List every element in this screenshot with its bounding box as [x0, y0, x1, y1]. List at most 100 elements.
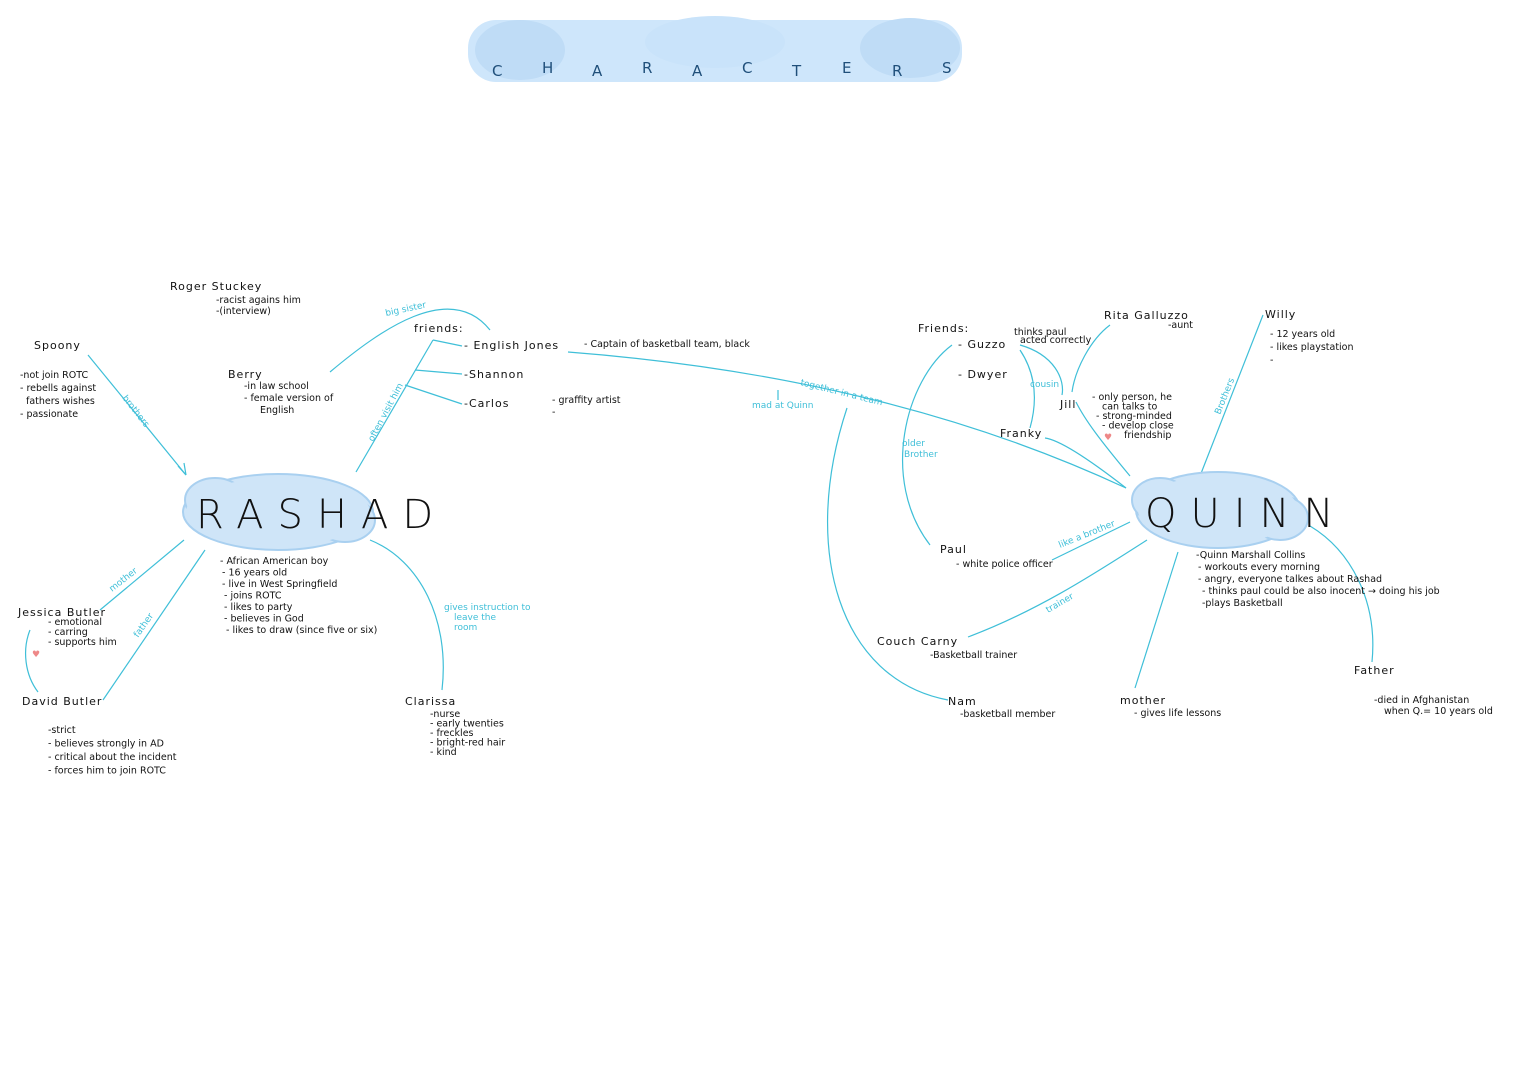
jill-name: Jill: [1059, 398, 1076, 411]
carlos-notes: - graffity artist-: [552, 395, 621, 418]
roger-notes: -racist agains him-(interview): [216, 295, 301, 317]
willy-name: Willy: [1265, 308, 1296, 321]
rashad-friend-item: -Shannon: [464, 368, 524, 381]
jill-note-line: - only person, he: [1092, 392, 1172, 403]
jill-note-line: friendship: [1124, 430, 1171, 441]
mother-note: - gives life lessons: [1134, 708, 1221, 719]
rashad-friend-item: - English Jones: [464, 339, 559, 352]
spoony-notes: -not join ROTC - rebells against fathers w…: [20, 370, 96, 420]
rashad-note-line: - joins ROTC: [224, 591, 282, 602]
franky-name: Franky: [1000, 427, 1042, 440]
david-note-line: - forces him to join ROTC: [48, 766, 166, 777]
clarissa-note-line: - bright-red hair: [430, 738, 505, 749]
spoony-note-line: -not join ROTC: [20, 370, 88, 381]
david-name: David Butler: [22, 695, 102, 708]
rashad-title: RASHAD: [196, 492, 447, 538]
rashad-note-line: - 16 years old: [222, 568, 287, 579]
quinn-note-line: - workouts every morning: [1198, 562, 1320, 573]
clarissa-note-line: - early twenties: [430, 719, 504, 730]
rashad-friend-item: -Carlos: [464, 397, 509, 410]
clarissa-relation-line: room: [454, 623, 477, 633]
rita-note: -aunt: [1168, 320, 1193, 331]
spoony-relation: brothers: [120, 394, 151, 430]
jill-note-line: - strong-minded: [1096, 411, 1172, 422]
clarissa-note-line: -nurse: [430, 709, 460, 720]
willy-notes: - 12 years old - likes playstation -: [1270, 329, 1354, 366]
roger-note-line: -(interview): [216, 306, 271, 317]
quinn-notes: -Quinn Marshall Collins- workouts every …: [1196, 550, 1440, 609]
david-note-line: - believes strongly in AD: [48, 739, 164, 750]
clarissa-note-line: - kind: [430, 747, 457, 758]
spoony-note-line: fathers wishes: [26, 396, 95, 407]
david-note-line: -strict: [48, 725, 76, 736]
quinn-note-line: -Quinn Marshall Collins: [1196, 550, 1305, 561]
paul-note: - white police officer: [956, 559, 1053, 570]
heart-icon: ♥: [32, 650, 40, 660]
carlos-note-line: - graffity artist: [552, 395, 621, 406]
jill-note-line: - develop close: [1102, 421, 1174, 432]
clarissa-notes: -nurse- early twenties- freckles- bright…: [430, 709, 505, 758]
quinn-note-line: - thinks paul could be also inocent → do…: [1202, 586, 1440, 597]
coach-name: Couch Carny: [877, 635, 958, 648]
quinn-friends-label: Friends:: [918, 322, 969, 335]
david-note-line: - critical about the incident: [48, 752, 177, 763]
jessica-note-line: - carring: [48, 627, 88, 638]
title-letter: C: [742, 59, 752, 77]
jessica-name: Jessica Butler: [17, 606, 106, 619]
mother-name: mother: [1120, 694, 1166, 707]
english-note: - Captain of basketball team, black: [584, 339, 750, 350]
paul-name: Paul: [940, 543, 967, 556]
rashad-friends-list: - English Jones -Shannon -Carlos: [464, 339, 559, 410]
title-letter: C: [492, 62, 502, 80]
rashad-friends-label: friends:: [414, 322, 464, 335]
willy-note-line: -: [1270, 355, 1273, 366]
paul-older-line: Brother: [904, 450, 938, 460]
berry-note-line: English: [260, 405, 294, 416]
paul-older-line: older: [902, 439, 925, 449]
mad-label: mad at Quinn: [752, 401, 813, 411]
title-letter: S: [942, 59, 952, 77]
spoony-note-line: - passionate: [20, 409, 78, 420]
clarissa-relation-line: gives instruction to: [444, 603, 531, 613]
berry-note-line: -in law school: [244, 381, 309, 392]
father-note-line: when Q.= 10 years old: [1384, 706, 1493, 717]
heart-icon-jill: ♥: [1104, 433, 1112, 443]
often-visit-label: often visit him: [367, 382, 406, 444]
quinn-friend-item: - Guzzo: [958, 338, 1006, 351]
rashad-notes: - African American boy- 16 years old- li…: [220, 556, 377, 636]
father-note-line: -died in Afghanistan: [1374, 695, 1469, 706]
title-letter: E: [842, 59, 851, 77]
berry-note-line: - female version of: [244, 393, 334, 404]
connectors: [25, 308, 1374, 701]
title-letter: A: [592, 62, 603, 80]
berry-relation: big sister: [385, 300, 428, 318]
rita-name: Rita Galluzzo: [1104, 309, 1189, 322]
title-letter: R: [642, 59, 652, 77]
nam-note: -basketball member: [960, 709, 1055, 720]
rashad-note-line: - live in West Springfield: [222, 579, 337, 590]
title-letter: H: [542, 59, 553, 77]
paul-relation: like a brother: [1057, 519, 1117, 551]
rashad-note-line: - African American boy: [220, 556, 329, 567]
quinn-note-line: -plays Basketball: [1202, 598, 1283, 609]
roger-note-line: -racist agains him: [216, 295, 301, 306]
rashad-note-line: - believes in God: [224, 614, 304, 625]
david-relation: father: [132, 611, 156, 639]
quinn-node: QUINN: [1131, 471, 1347, 549]
quinn-title: QUINN: [1145, 491, 1347, 537]
willy-note-line: - likes playstation: [1270, 342, 1354, 353]
cousin-label: cousin: [1030, 380, 1059, 390]
jessica-note-line: - emotional: [48, 617, 102, 628]
father-name: Father: [1354, 664, 1395, 677]
willy-note-line: - 12 years old: [1270, 329, 1335, 340]
spoony-note-line: - rebells against: [20, 383, 96, 394]
jessica-note-line: - supports him: [48, 637, 117, 648]
